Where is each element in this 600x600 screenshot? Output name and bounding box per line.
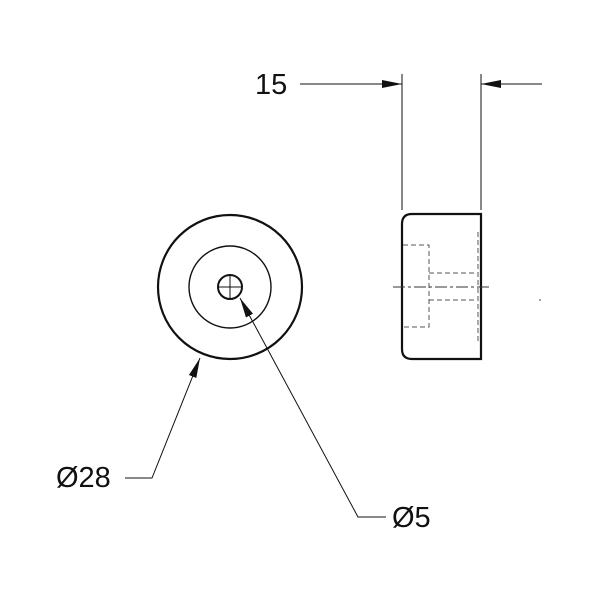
width-dimension-label: 15 xyxy=(255,69,288,101)
counterbore-circle xyxy=(188,245,272,329)
hidden-counterbore xyxy=(403,244,430,328)
hole-diameter-label: Ø5 xyxy=(392,502,431,534)
hidden-hole xyxy=(429,272,477,301)
width-dimension xyxy=(300,74,542,210)
leader-hole-diameter xyxy=(239,297,386,518)
leader-outer-diameter xyxy=(125,357,201,479)
outer-diameter-label: Ø28 xyxy=(56,462,111,494)
stray-dot xyxy=(539,299,541,301)
side-view xyxy=(393,212,541,361)
side-outline xyxy=(400,212,483,361)
outer-circle xyxy=(156,213,304,361)
front-view xyxy=(156,213,304,361)
